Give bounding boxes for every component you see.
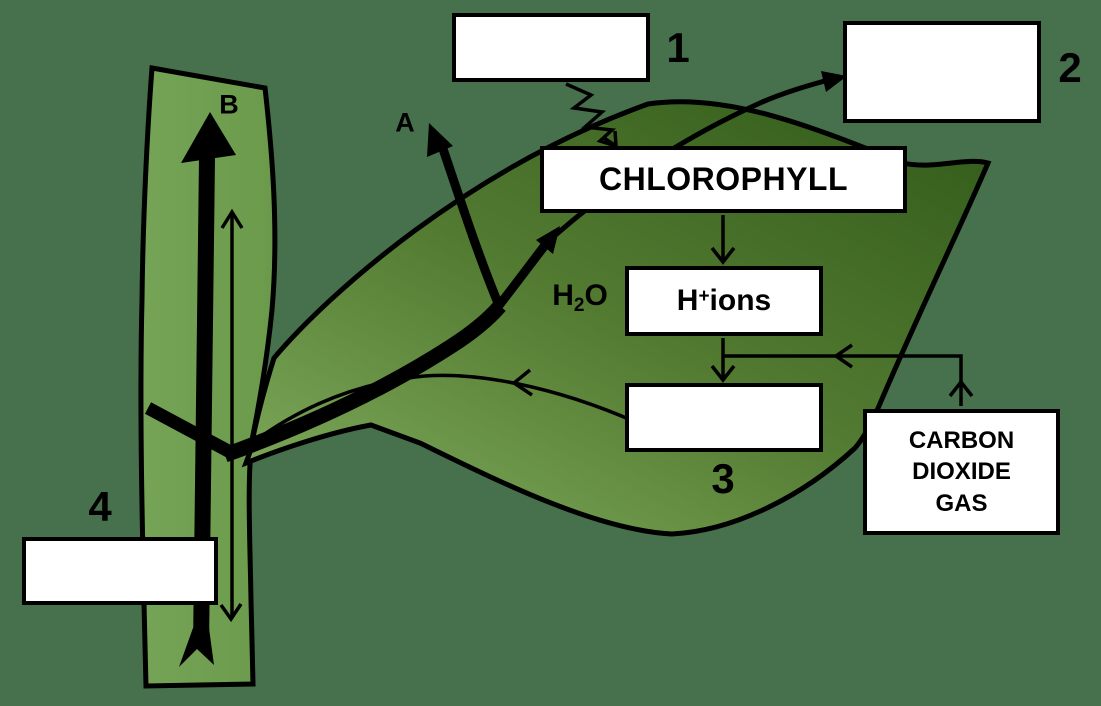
sugar-flow-arrowhead [511, 368, 533, 397]
answer-box-3[interactable] [625, 383, 823, 452]
answer-box-1[interactable] [452, 13, 650, 82]
h-ions-text: H+ions [676, 284, 772, 317]
midrib-vein [222, 301, 506, 463]
number-label-4: 4 [88, 483, 112, 530]
answer-box-4[interactable] [22, 537, 218, 605]
arrow-a-label: A [395, 107, 415, 138]
arrow-a-shaft [435, 138, 505, 310]
co2-flow-line [724, 354, 963, 406]
chlorophyll-to-hions-arrowhead [710, 246, 736, 265]
hions-to-box3-arrowhead [710, 364, 736, 383]
arrow-a-head [427, 123, 453, 157]
co2-flow-left-arrowhead [832, 343, 853, 369]
stem-flow-up-arrowhead [220, 208, 244, 229]
arrow-b-fishtail [179, 628, 214, 667]
carbon-dioxide-box: CARBON DIOXIDE GAS [863, 409, 1060, 535]
number-label-1: 1 [666, 24, 690, 71]
arrow-b-label: B [219, 89, 239, 120]
number-label-3: 3 [711, 455, 735, 502]
answer-box-2[interactable] [843, 21, 1041, 123]
arrow-b-head [181, 112, 236, 163]
h2o-label: H2O [552, 279, 608, 316]
number-label-2: 2 [1058, 44, 1082, 91]
vein-stem-segment [144, 402, 236, 459]
vein-tip [493, 237, 553, 311]
chlorophyll-box: CHLOROPHYLL [540, 146, 907, 213]
sugar-flow-line [234, 373, 641, 459]
box2-arrowhead [821, 71, 847, 92]
h-ions-box: H+ions [625, 266, 823, 336]
co2-flow-up-arrowhead [948, 379, 974, 398]
light-zigzag-arrow [565, 82, 617, 148]
carbon-dioxide-text: CARBON DIOXIDE GAS [908, 427, 1015, 517]
stem-flow-down-arrowhead [219, 603, 243, 623]
